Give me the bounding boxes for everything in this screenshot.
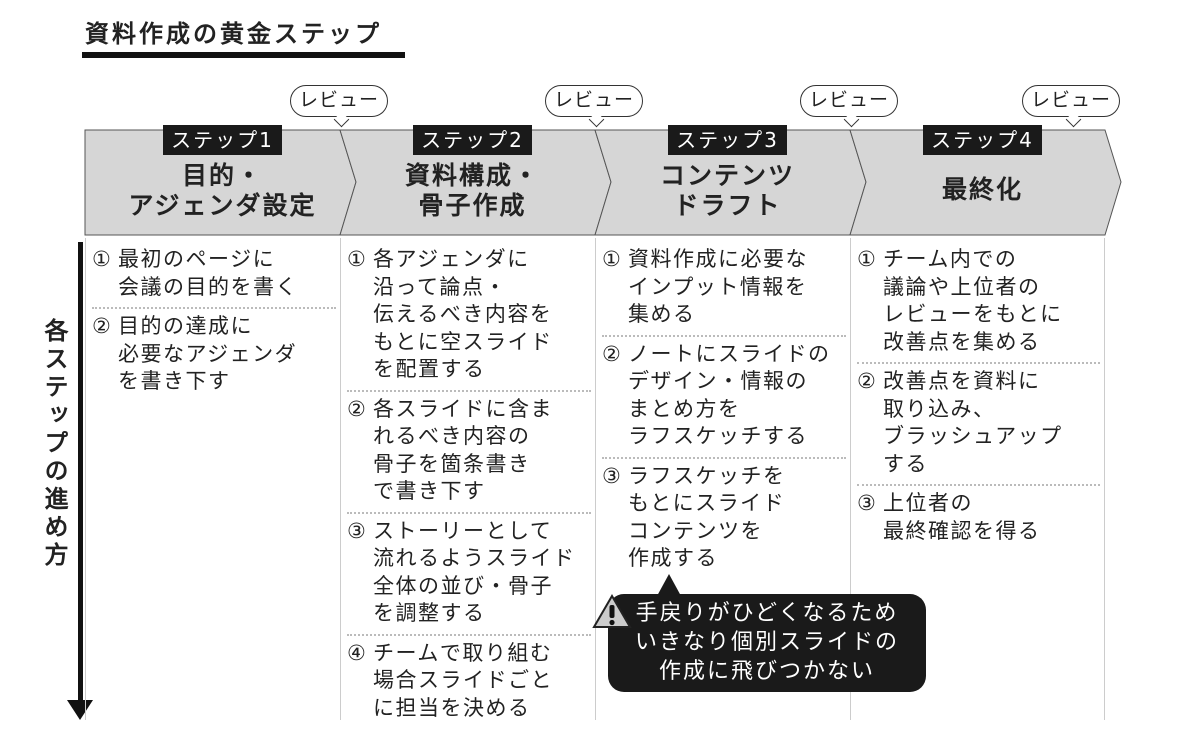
item-number: ② [857, 369, 878, 393]
item-text: チームで取り組む 場合スライドごと に担当を決める [373, 640, 553, 720]
chevron-step-4 [849, 129, 1122, 236]
review-bubble-1: レビュー [290, 85, 388, 117]
step-chevron-banner [84, 129, 1122, 236]
item-number: ① [347, 247, 368, 271]
step-header-4: ステップ4 最終化 [855, 125, 1110, 235]
item-number: ③ [347, 518, 368, 543]
item-text: ラフスケッチを もとにスライド コンテンツを 作成する [628, 463, 786, 571]
review-bubble-4: レビュー [1022, 85, 1120, 117]
item-text: 資料作成に必要な インプット情報を 集める [628, 247, 808, 326]
item-number: ② [602, 341, 623, 366]
item-text: 改善点を資料に 取り込み、 ブラッシュアップ する [883, 369, 1063, 476]
item-number: ③ [602, 463, 623, 488]
item-text: 上位者の 最終確認を得る [883, 491, 1041, 543]
review-bubble-2: レビュー [545, 85, 643, 117]
step-title: 目的・ アジェンダ設定 [128, 161, 317, 220]
warning-callout: 手戻りがひどくなるため いきなり個別スライドの 作成に飛びつかない [608, 594, 926, 692]
item-number: ② [92, 314, 113, 338]
item-number: ② [347, 396, 368, 421]
step-label: ステップ4 [923, 125, 1042, 155]
step-header-3: ステップ3 コンテンツ ドラフト [600, 125, 855, 235]
item-text: 各スライドに含ま れるべき内容の 骨子を箇条書き で書き下す [373, 396, 553, 504]
item-number: ① [602, 247, 623, 271]
item-text: ストーリーとして 流れるようスライド 全体の並び・骨子 を調整する [373, 518, 576, 626]
step-header-1: ステップ1 目的・ アジェンダ設定 [95, 125, 350, 235]
item-text: ノートにスライドの デザイン・情報の まとめ方を ラフスケッチする [628, 341, 831, 449]
item-text: 目的の達成に 必要なアジェンダ を書き下す [118, 314, 298, 393]
step-label: ステップ1 [163, 125, 282, 155]
step-title: コンテンツ ドラフト [659, 161, 795, 220]
review-bubble-3: レビュー [800, 85, 898, 117]
item-number: ① [857, 247, 878, 271]
page-title: 資料作成の黄金ステップ [85, 20, 382, 48]
down-arrow-icon [67, 700, 93, 720]
title-underline [82, 52, 405, 58]
warning-icon [592, 594, 632, 628]
step-label: ステップ3 [668, 125, 787, 155]
step-label: ステップ2 [413, 125, 532, 155]
item-number: ④ [347, 640, 368, 665]
warning-callout-tail [657, 574, 681, 596]
item-number: ① [92, 247, 113, 271]
item-number: ③ [857, 491, 878, 515]
item-text: 最初のページに 会議の目的を書く [118, 247, 298, 299]
step-title: 最終化 [941, 175, 1023, 204]
item-text: チーム内での 議論や上位者の レビューをもとに 改善点を集める [883, 247, 1063, 354]
step-title: 資料構成・ 骨子作成 [404, 161, 540, 220]
vertical-axis-label: 各ステップの進め方 [40, 318, 68, 570]
step-header-2: ステップ2 資料構成・ 骨子作成 [345, 125, 600, 235]
down-arrow-line [78, 242, 83, 704]
item-text: 各アジェンダに 沿って論点・ 伝えるべき内容を もとに空スライド を配置する [373, 247, 553, 381]
